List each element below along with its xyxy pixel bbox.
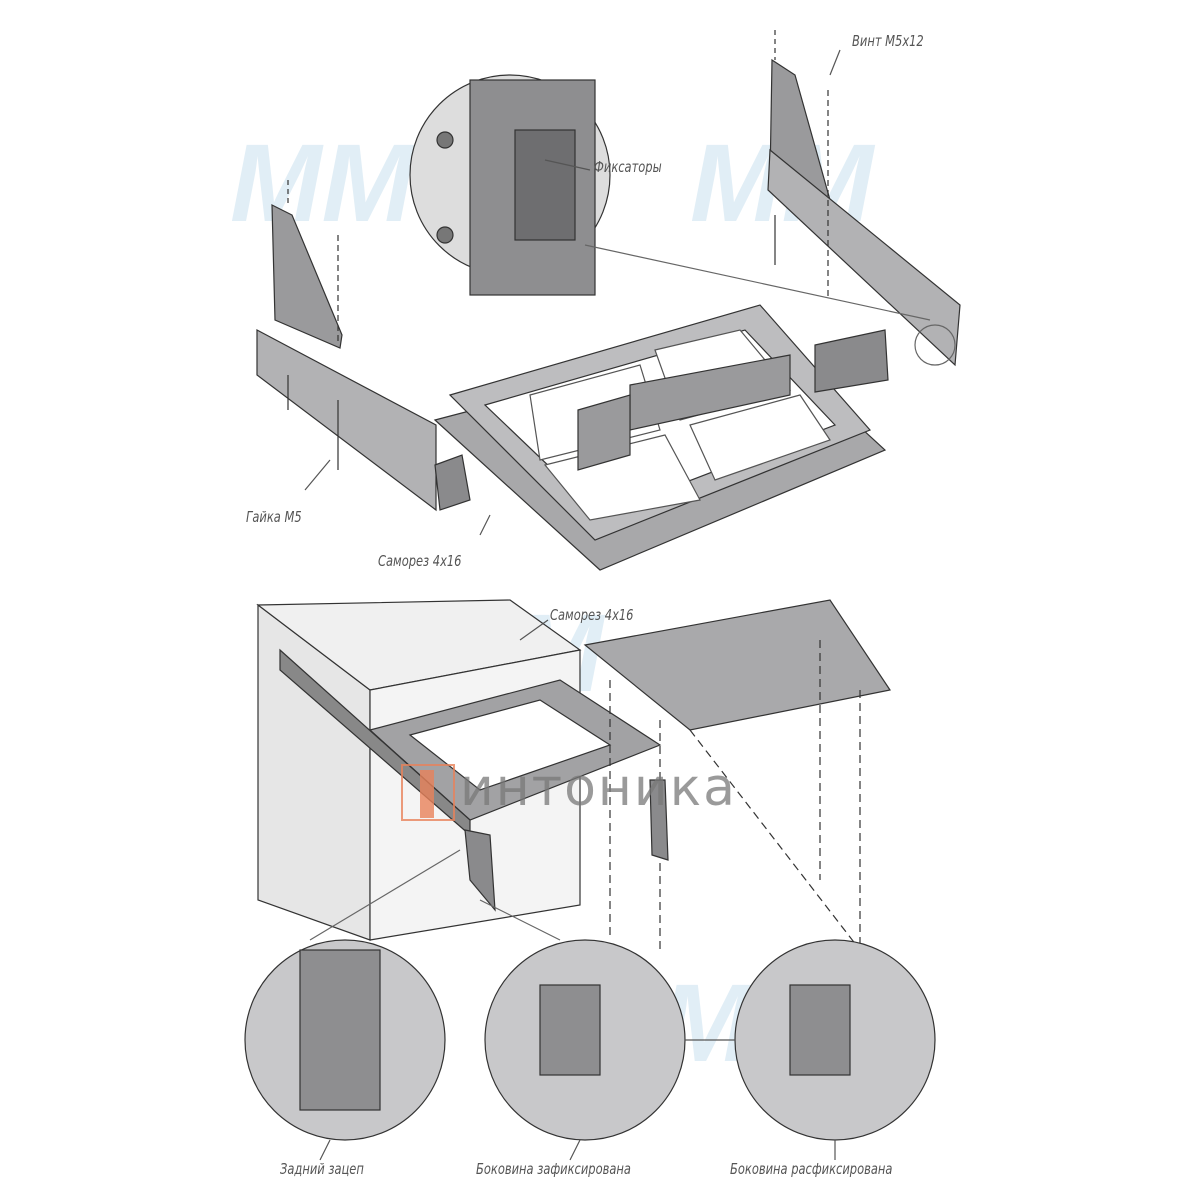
divider-panel-small	[577, 394, 631, 471]
label-side-locked: Боковина зафиксирована	[476, 1160, 631, 1178]
left-back-bracket	[271, 204, 343, 349]
background-logo-watermark: MM	[230, 122, 414, 245]
label-screw-m5x12: Винт М5х12	[852, 32, 924, 50]
label-self-tapping-screw-bottom: Саморез 4х16	[550, 606, 634, 624]
left-front-clip	[434, 454, 471, 511]
front-hook	[649, 779, 669, 861]
right-runner	[767, 148, 961, 367]
brand-logo-mark	[401, 764, 455, 821]
label-rear-hook: Задний зацеп	[280, 1160, 364, 1178]
left-runner	[256, 329, 437, 512]
label-side-unlocked: Боковина расфиксирована	[730, 1160, 893, 1178]
label-latches: Фиксаторы	[594, 158, 662, 176]
label-nut-m5: Гайка М5	[246, 508, 302, 526]
worktop-panel	[583, 599, 891, 731]
brand-watermark-text: интоника	[460, 758, 737, 818]
label-self-tapping-screw-top: Саморез 4х16	[378, 552, 462, 570]
right-front-clip	[814, 329, 889, 393]
back-hook	[464, 829, 496, 912]
